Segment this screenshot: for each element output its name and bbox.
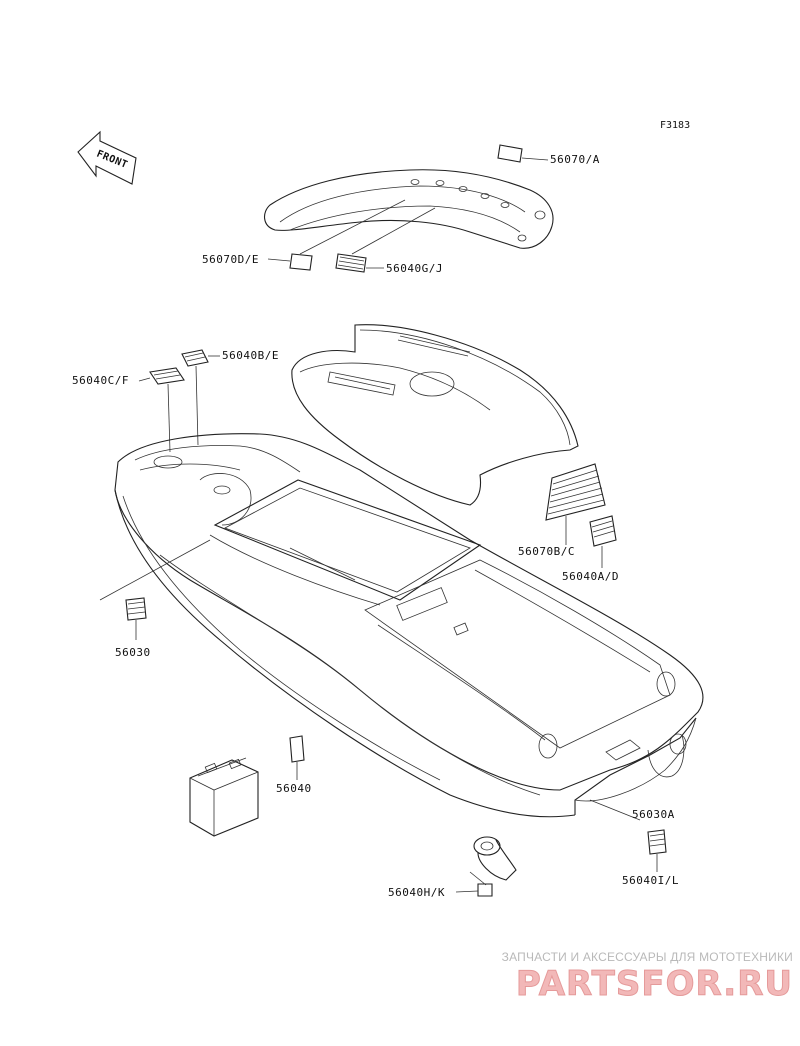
decal-56030a: 56030A	[589, 799, 675, 821]
decal-56070de: 56070D/E	[202, 199, 406, 271]
battery-icon	[189, 757, 259, 837]
label-56040cf: 56040C/F	[72, 374, 129, 387]
decal-56040be: 56040B/E	[181, 349, 279, 446]
decal-56070a: 56070/A	[497, 144, 600, 166]
label-56070a: 56070/A	[550, 153, 600, 166]
decal-56040il: 56040I/L	[622, 829, 679, 887]
label-56040hk: 56040H/K	[388, 886, 445, 899]
decal-56040hk: 56040H/K	[388, 883, 493, 899]
seat-cowl	[291, 324, 579, 506]
front-arrow-icon: FRONT	[77, 130, 137, 185]
decal-56040: 56040	[276, 735, 312, 795]
decal-56040gj: 56040G/J	[335, 207, 443, 275]
decal-56030: 56030	[99, 539, 211, 659]
watermark-tagline: ЗАПЧАСТИ И АКСЕССУАРЫ ДЛЯ МОТОТЕХНИКИ	[501, 950, 793, 964]
label-56040be: 56040B/E	[222, 349, 279, 362]
label-56040ad: 56040A/D	[562, 570, 619, 583]
label-56040: 56040	[276, 782, 312, 795]
hood-cover	[264, 169, 554, 249]
label-56070de: 56070D/E	[202, 253, 259, 266]
figure-id: F3183	[660, 120, 690, 131]
watermark-logo: PARTSFOR.RU	[515, 964, 793, 1005]
decal-56040cf: 56040C/F	[72, 367, 185, 453]
horn-icon	[469, 836, 517, 886]
label-56030: 56030	[115, 646, 151, 659]
label-56030a: 56030A	[632, 808, 675, 821]
decal-56040ad: 56040A/D	[562, 515, 619, 583]
decal-56070bc: 56070B/C	[518, 463, 606, 558]
label-56070bc: 56070B/C	[518, 545, 575, 558]
label-56040gj: 56040G/J	[386, 262, 443, 275]
hull	[114, 433, 704, 818]
label-56040il: 56040I/L	[622, 874, 679, 887]
